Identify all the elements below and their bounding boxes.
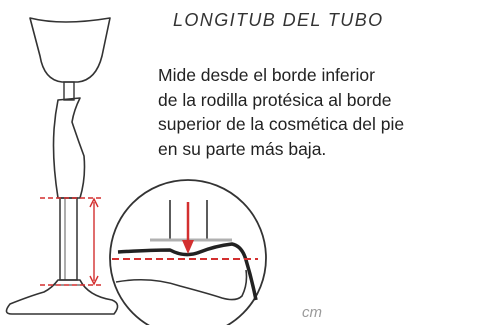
detail-arrow-head [182,240,194,254]
page-title: LONGITUB DEL TUBO [173,10,384,30]
measure-arrow-top [89,197,99,208]
knee-pylon [63,81,75,101]
measure-arrow-bottom [89,275,99,286]
instruction-line: de la rodilla protésica al borde [158,89,392,110]
unit-label: cm [302,304,322,321]
prosthetic-socket [29,17,111,83]
instruction-line: en su parte más baja. [158,138,327,159]
detail-foot-closeup [115,200,258,301]
prosthetic-foot [5,279,119,315]
pylon-tube [59,197,78,281]
instruction-text: Mide desde el borde inferior de la rodil… [158,63,488,161]
detail-magnifier-circle [109,179,267,325]
instruction-line: superior de la cosmética del pie [158,114,405,134]
prosthetic-knee [52,97,86,199]
instruction-line: Mide desde el borde inferior [158,65,375,85]
